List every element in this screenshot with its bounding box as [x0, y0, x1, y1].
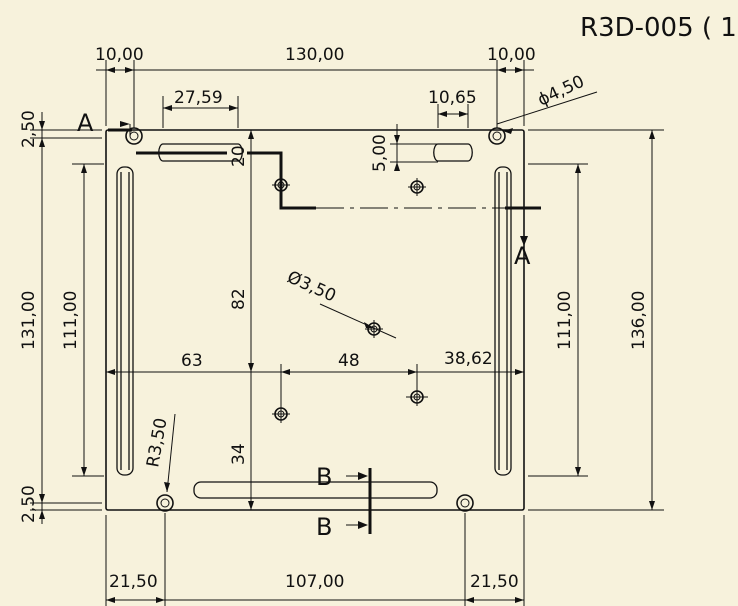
- dim-h-48: 48: [338, 351, 360, 371]
- mount-hole-5: [272, 405, 290, 423]
- section-label-a-top: A: [77, 109, 94, 137]
- dim-left-2-50-bottom: 2,50: [19, 485, 39, 523]
- dim-bottom-21-50-right: 21,50: [470, 572, 519, 592]
- dim-radius-3-50: R3,50: [143, 416, 171, 468]
- hole-bottom-left: [156, 494, 174, 512]
- dim-left-131: 131,00: [19, 291, 39, 350]
- dim-h-63: 63: [181, 351, 203, 371]
- left-vertical-slot: [116, 166, 134, 476]
- section-label-b-upper: B: [316, 463, 332, 491]
- dim-mid-34: 34: [229, 443, 249, 465]
- dim-slot-27-59: 27,59: [174, 88, 223, 108]
- section-label-a-right: A: [514, 242, 531, 270]
- section-label-b-lower: B: [316, 513, 332, 541]
- dim-slot-5-00: 5,00: [370, 134, 390, 172]
- dim-hole-4-50: ϕ4,50: [535, 72, 588, 111]
- dim-slot-10-65: 10,65: [428, 88, 477, 108]
- dim-top-130: 130,00: [285, 45, 344, 65]
- drawing-title: R3D-005 ( 1: [580, 13, 737, 43]
- dim-left-111: 111,00: [61, 291, 81, 350]
- right-vertical-slot: [494, 166, 512, 476]
- dim-left-2-50-top: 2,50: [19, 110, 39, 148]
- bottom-horizontal-slot: [193, 481, 438, 499]
- dim-mid-82: 82: [229, 288, 249, 310]
- arrowheads: [39, 67, 655, 603]
- section-line-a: [108, 121, 541, 246]
- hole-bottom-right: [456, 494, 474, 512]
- dim-hole-3-50: Ø3,50: [284, 267, 339, 306]
- mount-hole-2: [408, 178, 426, 196]
- mount-hole-4: [406, 388, 428, 406]
- mount-hole-3: [365, 320, 383, 338]
- hole-top-right: [488, 127, 506, 145]
- dim-bottom-21-50-left: 21,50: [109, 572, 158, 592]
- dim-right-136: 136,00: [629, 291, 649, 350]
- top-left-slot: [158, 143, 243, 162]
- top-right-slot: [433, 143, 473, 162]
- dim-top-left-10: 10,00: [95, 45, 144, 65]
- dim-top-right-10: 10,00: [487, 45, 536, 65]
- section-line-b: [346, 468, 372, 534]
- dim-bottom-107: 107,00: [285, 572, 344, 592]
- plate-outline: [105, 129, 525, 511]
- dim-right-111: 111,00: [555, 291, 575, 350]
- dim-slot-20: 20: [229, 145, 249, 167]
- holes: [125, 127, 506, 512]
- slots: [116, 143, 512, 499]
- dim-h-38-62: 38,62: [444, 349, 493, 369]
